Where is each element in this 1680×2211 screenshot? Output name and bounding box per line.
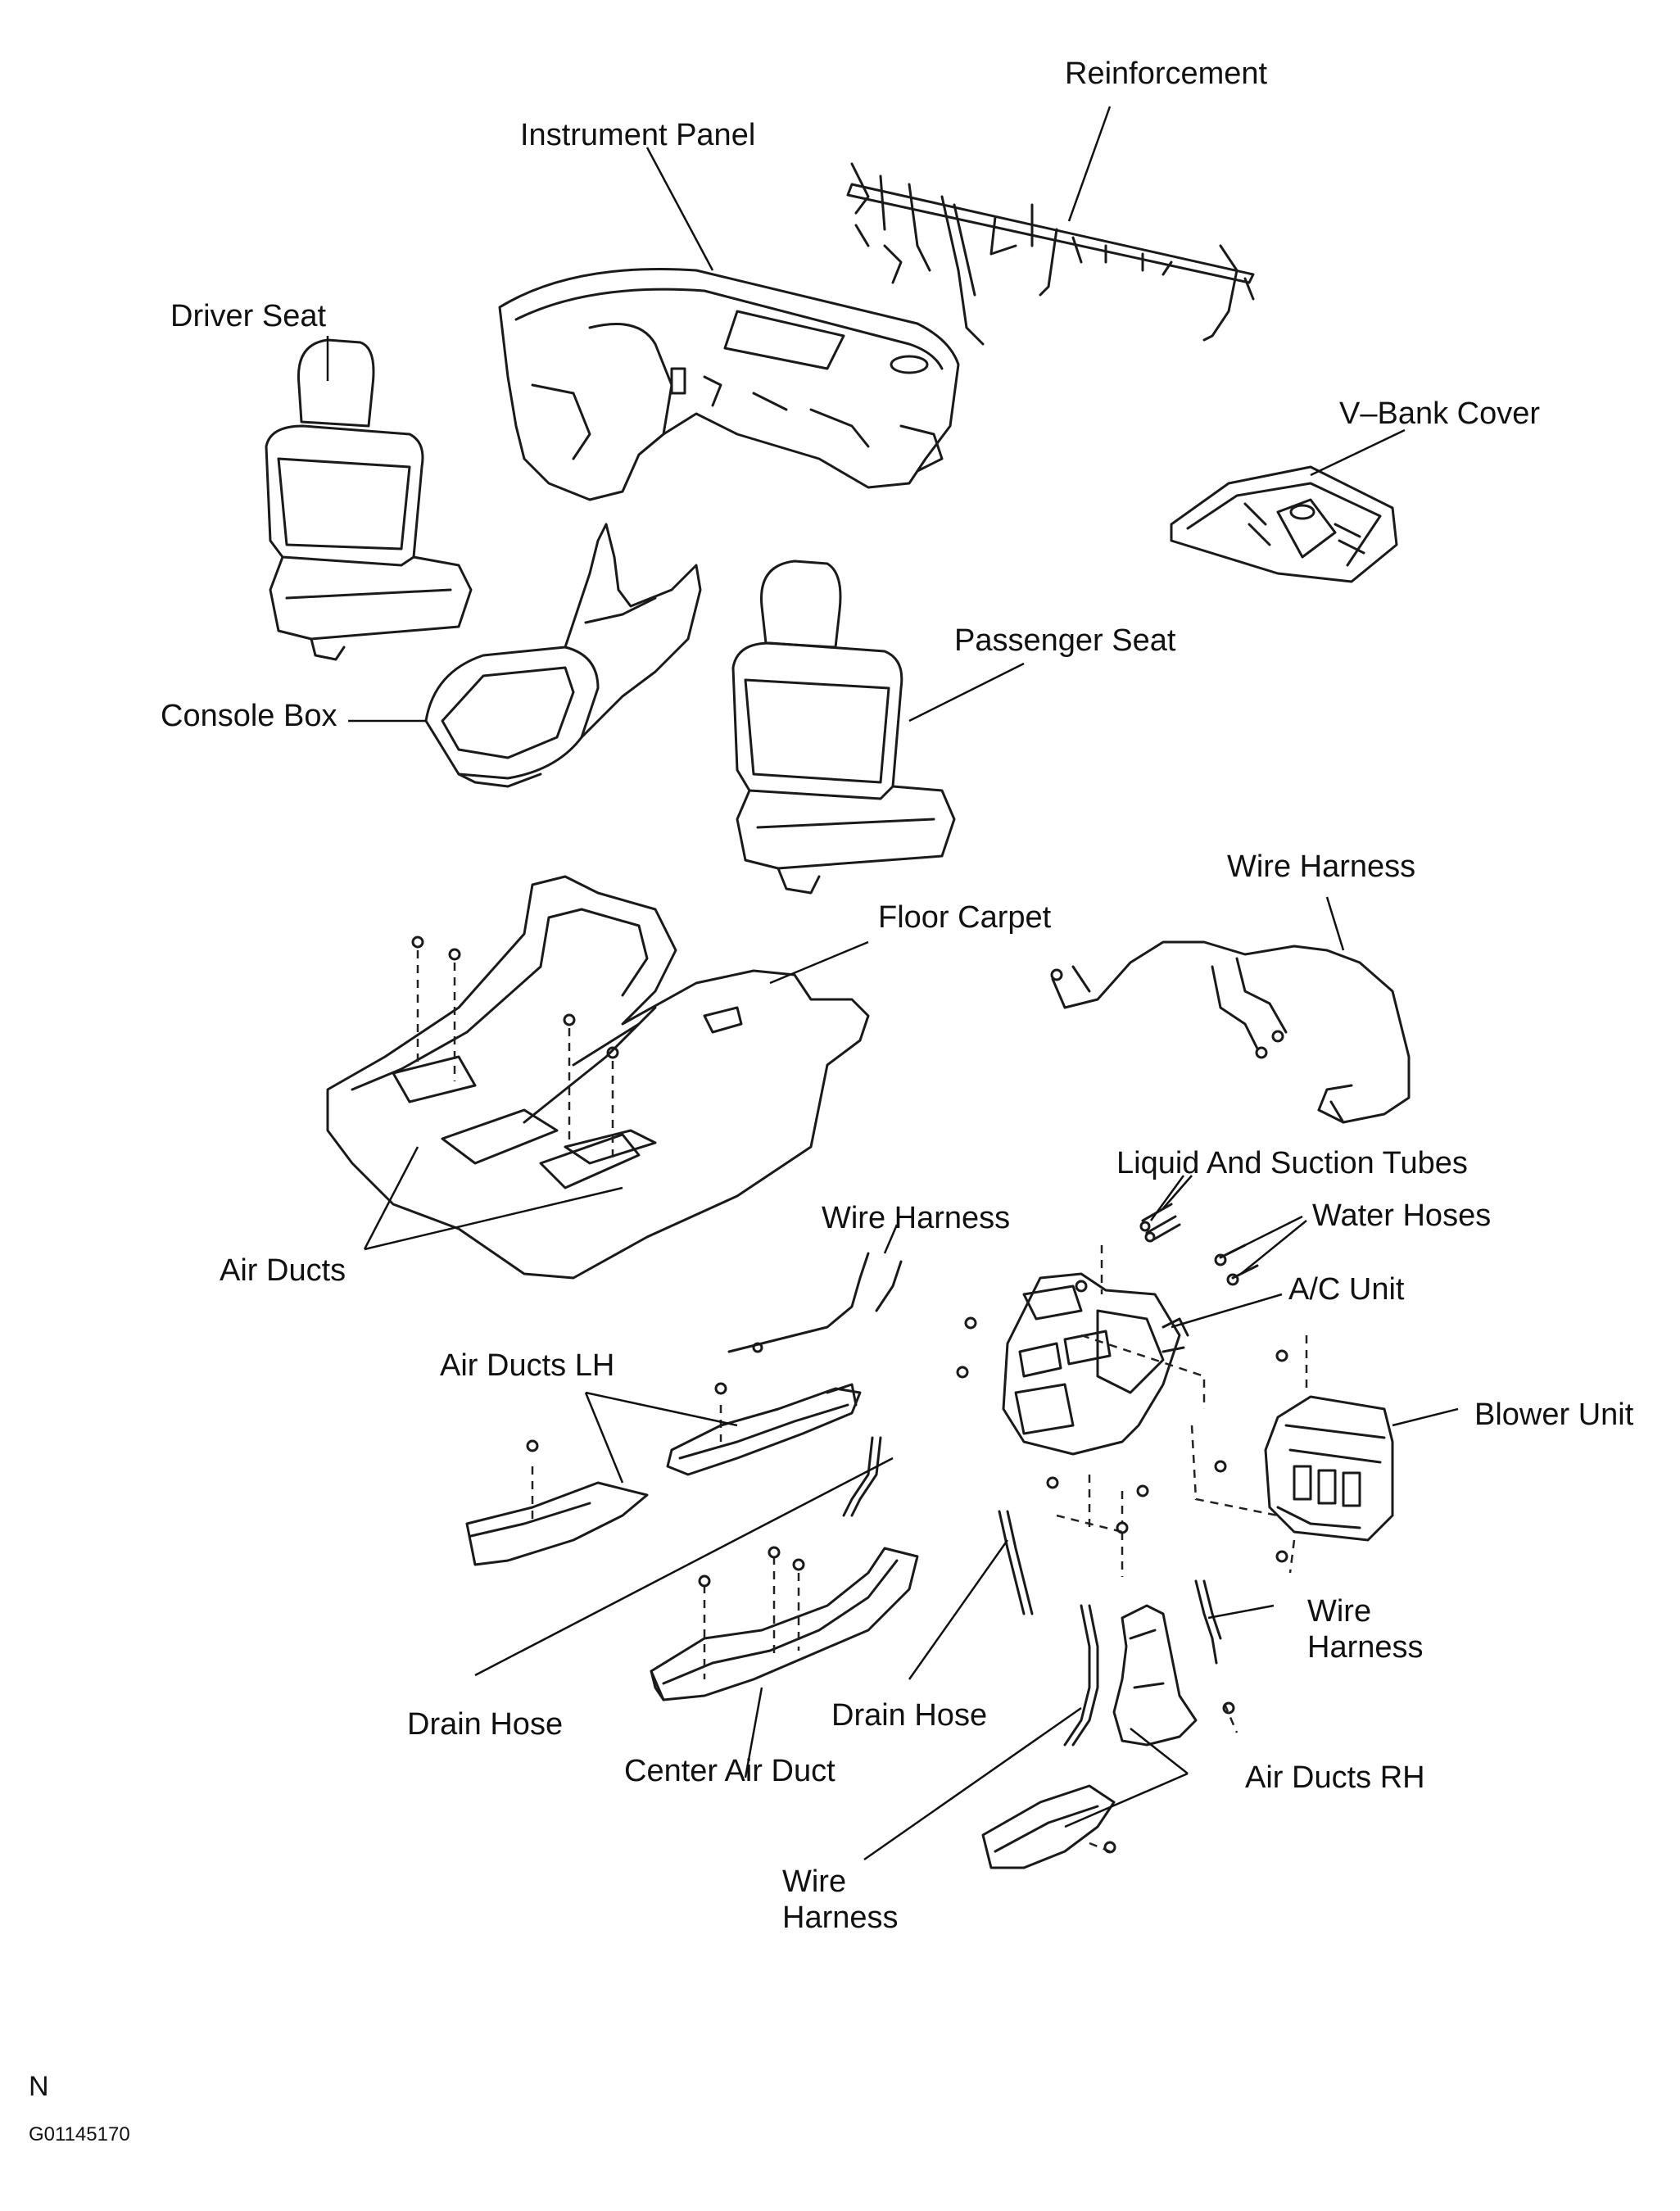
center-air-duct-part (650, 1547, 919, 1701)
wire-harness-mid-part (727, 1252, 903, 1353)
label-liquid-suction-tubes: Liquid And Suction Tubes (1116, 1146, 1468, 1180)
figure-code: G01145170 (29, 2123, 130, 2145)
label-water-hoses: Water Hoses (1312, 1198, 1492, 1233)
label-console-box: Console Box (161, 699, 337, 733)
driver-seat-part (265, 338, 473, 661)
air-ducts-lh-part (465, 1383, 862, 1566)
label-instrument-panel: Instrument Panel (520, 118, 756, 152)
label-v-bank-cover: V–Bank Cover (1339, 396, 1541, 431)
label-air-ducts: Air Ducts (220, 1253, 346, 1288)
air-ducts-rh-part (981, 1604, 1198, 1869)
footer-mark: N (29, 2071, 49, 2102)
liquid-suction-tubes-part (1139, 1203, 1181, 1243)
blower-unit-part (1264, 1395, 1394, 1542)
label-air-ducts-lh: Air Ducts LH (440, 1348, 615, 1383)
label-drain-hose-right: Drain Hose (831, 1698, 988, 1733)
label-floor-carpet: Floor Carpet (878, 900, 1052, 935)
label-air-ducts-rh: Air Ducts RH (1245, 1760, 1425, 1795)
v-bank-cover-part (1170, 465, 1398, 583)
drain-hose-left-part (842, 1436, 882, 1517)
label-driver-seat: Driver Seat (170, 299, 327, 333)
assembly-dash-lines (416, 950, 1308, 1853)
wire-harness-top-part (1050, 940, 1411, 1124)
label-wire-harness-mid: Wire Harness (822, 1201, 1011, 1235)
label-reinforcement: Reinforcement (1065, 57, 1268, 91)
reinforcement-part (846, 162, 1255, 346)
instrument-panel-part (498, 268, 960, 501)
label-wire-harness-top: Wire Harness (1227, 850, 1416, 884)
wire-harness-bottom-part (1063, 1604, 1099, 1747)
ac-unit-part (1002, 1272, 1189, 1456)
console-box-part (424, 523, 702, 788)
wire-harness-right-part (1194, 1579, 1222, 1665)
drain-hose-right-part (998, 1510, 1034, 1615)
label-wire-harness-right: Wire Harness (1307, 1594, 1424, 1665)
label-blower-unit: Blower Unit (1474, 1398, 1634, 1432)
label-passenger-seat: Passenger Seat (954, 623, 1176, 658)
floor-carpet-part (326, 875, 870, 1280)
label-center-air-duct: Center Air Duct (624, 1754, 835, 1788)
fasteners (411, 936, 1288, 1854)
leader-lines (326, 106, 1459, 1861)
label-ac-unit: A/C Unit (1288, 1272, 1405, 1307)
label-wire-harness-bottom: Wire Harness (782, 1864, 899, 1935)
passenger-seat-part (731, 560, 956, 895)
label-drain-hose-left: Drain Hose (407, 1707, 564, 1742)
